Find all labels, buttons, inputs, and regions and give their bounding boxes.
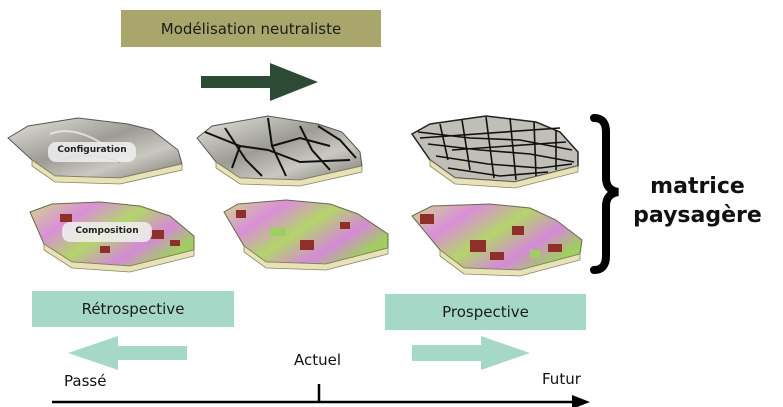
- configuration-map-future: [410, 115, 579, 189]
- landscape-matrix-label: matrice paysagère: [612, 172, 783, 230]
- prospective-label: Prospective: [442, 303, 529, 321]
- left-arrow-icon: [68, 336, 187, 370]
- right-arrow-icon: [412, 336, 530, 370]
- retrospective-box: Rétrospective: [32, 291, 234, 327]
- retrospective-label: Rétrospective: [81, 300, 185, 318]
- curly-brace-icon: [590, 114, 619, 274]
- timeline-present-label: Actuel: [294, 351, 342, 369]
- configuration-map-past: [7, 117, 183, 185]
- composition-label: Composition: [75, 226, 139, 236]
- configuration-map-present: [196, 115, 363, 187]
- dark-arrow-icon: [201, 63, 318, 101]
- composition-map-future: [411, 203, 583, 277]
- title-text: Modélisation neutraliste: [160, 19, 342, 38]
- landscape-matrix-line2: paysagère: [633, 203, 762, 228]
- timeline-past-label: Passé: [64, 372, 107, 390]
- timeline-arrowhead-icon: [572, 395, 590, 407]
- timeline-future-label: Futur: [542, 370, 581, 388]
- configuration-label: Configuration: [57, 145, 127, 155]
- title-box: Modélisation neutraliste: [121, 10, 381, 47]
- prospective-box: Prospective: [385, 294, 586, 330]
- landscape-matrix-line1: matrice: [650, 174, 745, 199]
- composition-map-past: [29, 201, 195, 273]
- composition-map-present: [223, 199, 389, 271]
